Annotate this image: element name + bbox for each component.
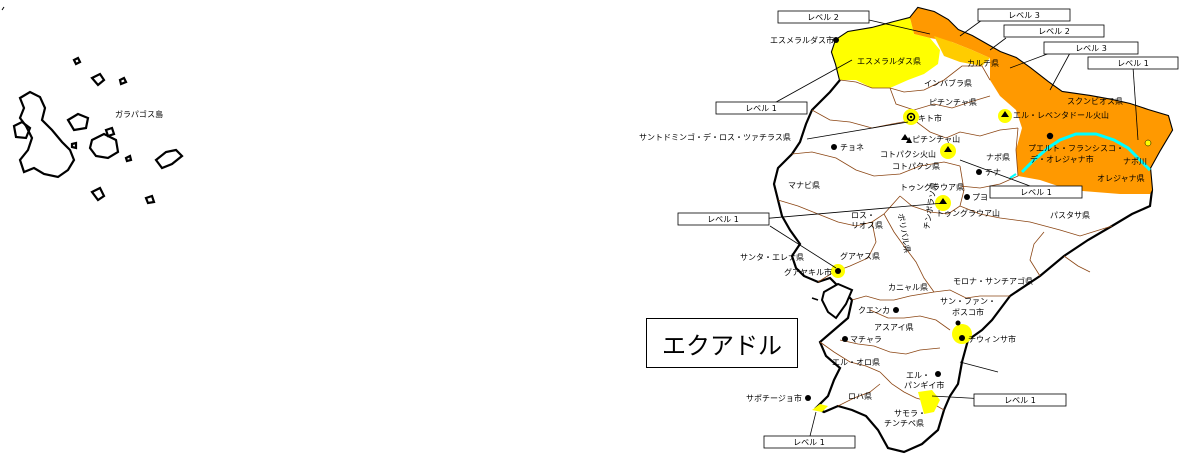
province-label: パスタサ県	[1050, 211, 1090, 220]
callout-label: レベル 1	[707, 215, 739, 224]
callout-label: レベル 1	[1117, 59, 1149, 68]
galapagos-islands	[12, 56, 184, 205]
province-label: ロス・	[851, 211, 875, 220]
callout-label: レベル 2	[1038, 27, 1070, 36]
province-label: カニャル県	[888, 283, 928, 292]
city-label: チウィンサ市	[968, 334, 1016, 344]
province-label: ピチンチャ県	[929, 98, 977, 107]
place-label: ナポ川	[1123, 157, 1147, 166]
level-callouts: レベル 2 レベル 3 レベル 2 レベル 3 レベル 1 レベル 1 レベル …	[677, 8, 1179, 449]
province-label: トゥングラウア県	[900, 182, 964, 192]
city-label: プエルト・フランシスコ・	[1028, 144, 1124, 153]
province-label: チンチペ県	[884, 419, 924, 428]
city-label: デ・オレジャナ市	[1030, 154, 1094, 164]
city-label: マチャラ	[850, 335, 882, 344]
callout-label: レベル 1	[1020, 188, 1052, 197]
volcano-icons	[901, 111, 1009, 204]
city-label: エスメラルダス市	[770, 35, 834, 45]
callout-label: レベル 3	[1008, 11, 1040, 20]
province-label: サントドミンゴ・デ・ロス・ツァチラス県	[639, 132, 791, 142]
province-label: ナポ県	[986, 153, 1010, 162]
puna-island	[820, 282, 854, 320]
city-label: チョネ	[840, 143, 864, 152]
volcano-icon	[939, 198, 947, 204]
galapagos-label: ガラパゴス島	[115, 109, 163, 119]
callout-label: レベル 1	[793, 438, 825, 447]
province-label: スクンビオス県	[1067, 97, 1123, 106]
city-label: プヨ	[972, 193, 988, 202]
province-label: インバブラ県	[924, 78, 972, 88]
napo-river	[1020, 132, 1152, 174]
city-label: サポチージョ市	[746, 393, 802, 403]
place-label: サン・ファン・	[940, 297, 996, 306]
map-title: エクアドル	[646, 318, 798, 368]
province-label: コトパクシ県	[892, 162, 940, 171]
callout-label: レベル 2	[807, 13, 839, 22]
province-label: マナビ県	[788, 181, 820, 190]
place-label: エル・	[906, 371, 930, 380]
province-label: リオス県	[851, 221, 883, 230]
province-label: カルチ県	[967, 59, 999, 68]
city-label: クエンカ	[858, 306, 890, 315]
volcano-label: トゥングラウア山	[936, 208, 1000, 218]
volcano-icon	[901, 134, 909, 140]
province-label: エル・オロ県	[832, 358, 880, 367]
province-label: ロハ県	[848, 392, 872, 401]
level3-area-carchi	[910, 8, 1016, 58]
callout-label: レベル 1	[1004, 396, 1036, 405]
level2-area-esmeraldas	[832, 18, 940, 88]
city-dots	[805, 37, 1054, 401]
volcano-label: エル・レベンタドール火山	[1013, 110, 1109, 120]
volcano-icon	[944, 146, 952, 152]
volcano-label: コトパクシ火山	[880, 149, 936, 159]
province-label: サモラ・	[894, 409, 926, 418]
city-labels: エスメラルダス市 キト市 チョネ テナ プヨ グアヤキル市 クエンカ マチャラ …	[746, 35, 1147, 403]
callout-label: レベル 1	[745, 104, 777, 113]
level2-strip-carchi	[934, 36, 990, 66]
place-label: パンギイ市	[904, 380, 944, 390]
province-label: アスアイ県	[874, 323, 914, 332]
province-label: エスメラルダス県	[857, 56, 921, 66]
city-label: キト市	[918, 113, 942, 123]
province-label: オレジャナ県	[1097, 174, 1145, 183]
volcano-icon	[1001, 111, 1009, 117]
place-label: ボスコ市	[952, 307, 984, 317]
volcano-label: ▲ピチンチャ山	[906, 134, 960, 144]
province-label: モロナ・サンチアゴ県	[953, 276, 1033, 286]
mainland-outline	[772, 6, 1174, 454]
province-label: グアヤス県	[840, 251, 880, 261]
city-label: グアヤキル市	[784, 267, 832, 277]
city-label: テナ	[985, 168, 1001, 177]
callout-label: レベル 3	[1075, 44, 1107, 53]
province-label: サンタ・エレナ県	[740, 253, 804, 262]
